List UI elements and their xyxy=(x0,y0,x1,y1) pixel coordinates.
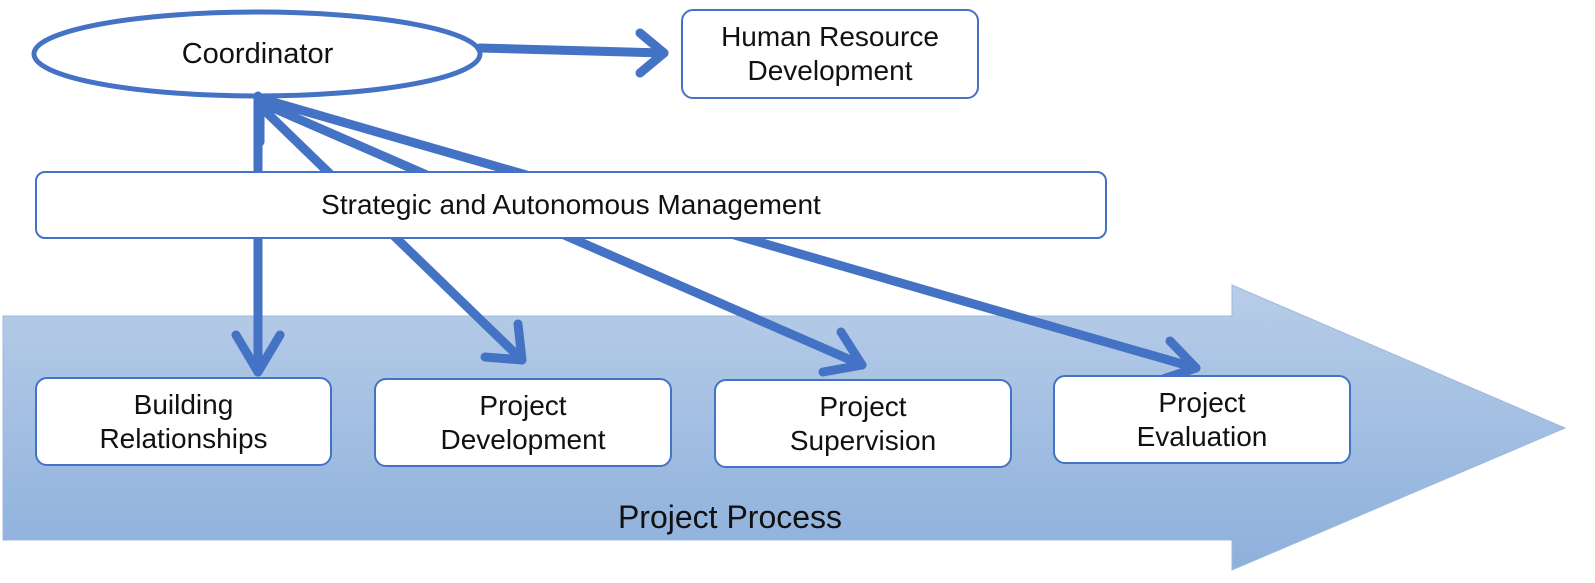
arrow-coordinator-to-hrd xyxy=(475,43,669,58)
hrd-box: Human Resource Development xyxy=(681,9,979,99)
arrowhead-project-supervision xyxy=(818,327,867,377)
project-process-label: Project Process xyxy=(617,498,843,535)
arrowhead-project-development xyxy=(480,319,527,365)
step-building-relationships: Building Relationships xyxy=(35,377,332,466)
hrd-label-line2: Development xyxy=(747,55,913,86)
step-project-supervision: Project Supervision xyxy=(714,379,1012,468)
arrowhead-coordinator xyxy=(255,95,301,147)
step-project-development: Project Development xyxy=(374,378,672,467)
coordinator-label: Coordinator xyxy=(181,37,334,70)
arrowhead-building-relationships xyxy=(231,330,285,377)
arrowhead-hrd xyxy=(635,28,669,78)
step-label-line1: Project xyxy=(819,390,907,422)
step-label-line2: Supervision xyxy=(789,424,937,456)
step-project-evaluation: Project Evaluation xyxy=(1053,375,1351,464)
step-label-line2: Development xyxy=(440,423,606,455)
management-box: Strategic and Autonomous Management xyxy=(35,171,1107,239)
step-label-line2: Evaluation xyxy=(1136,420,1268,452)
step-label-line1: Project xyxy=(479,389,567,421)
management-label: Strategic and Autonomous Management xyxy=(321,189,821,220)
step-label-line2: Relationships xyxy=(99,422,268,454)
hrd-label-line1: Human Resource xyxy=(721,21,939,52)
step-label-line1: Building xyxy=(133,388,234,420)
step-label-line1: Project xyxy=(1158,386,1246,418)
